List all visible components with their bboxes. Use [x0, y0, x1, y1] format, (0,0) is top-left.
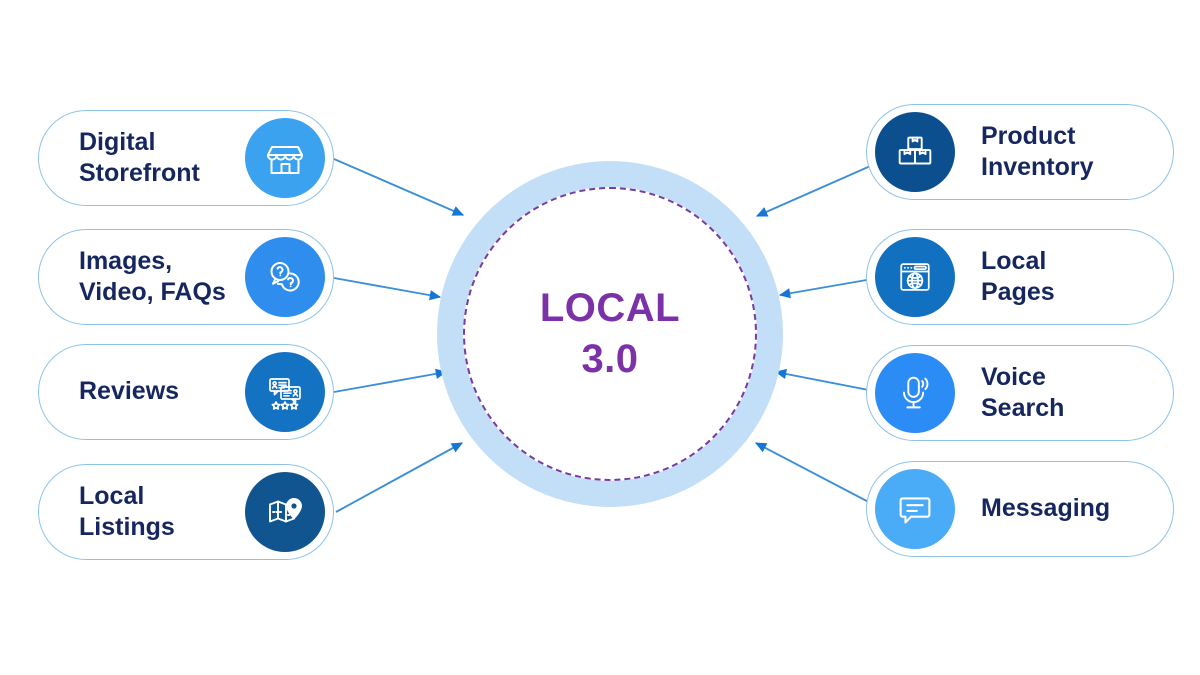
- question-bubbles-icon: [245, 237, 325, 317]
- microphone-icon: [875, 353, 955, 433]
- card-local-pages[interactable]: Local Pages: [866, 229, 1174, 325]
- card-label-voice-search: Voice Search: [981, 362, 1065, 423]
- hub-inner-circle: LOCAL 3.0: [463, 187, 757, 481]
- card-messaging[interactable]: Messaging: [866, 461, 1174, 557]
- card-local-listings[interactable]: Local Listings: [38, 464, 334, 560]
- card-label-local-listings: Local Listings: [79, 481, 175, 542]
- card-product-inventory[interactable]: Product Inventory: [866, 104, 1174, 200]
- card-label-reviews: Reviews: [79, 377, 180, 406]
- chat-bubble-icon: [875, 469, 955, 549]
- browser-globe-icon: [875, 237, 955, 317]
- card-label-digital-storefront: Digital Storefront: [79, 127, 200, 188]
- map-pin-icon: [245, 472, 325, 552]
- reviews-stars-icon: [245, 352, 325, 432]
- card-label-local-pages: Local Pages: [981, 246, 1055, 307]
- connector-images-video-faqs: [333, 277, 442, 301]
- card-voice-search[interactable]: Voice Search: [866, 345, 1174, 441]
- card-label-images-video-faqs: Images, Video, FAQs: [79, 246, 226, 307]
- hub-title-line-1: LOCAL: [539, 285, 681, 330]
- card-digital-storefront[interactable]: Digital Storefront: [38, 110, 334, 206]
- card-reviews[interactable]: Reviews: [38, 344, 334, 440]
- hub-title-line-2: 3.0: [581, 337, 639, 381]
- card-label-product-inventory: Product Inventory: [981, 121, 1094, 182]
- card-label-messaging: Messaging: [981, 494, 1111, 523]
- card-images-video-faqs[interactable]: Images, Video, FAQs: [38, 229, 334, 325]
- boxes-icon: [875, 112, 955, 192]
- center-hub: LOCAL 3.0: [437, 161, 783, 507]
- storefront-icon: [245, 118, 325, 198]
- connector-reviews: [333, 368, 448, 393]
